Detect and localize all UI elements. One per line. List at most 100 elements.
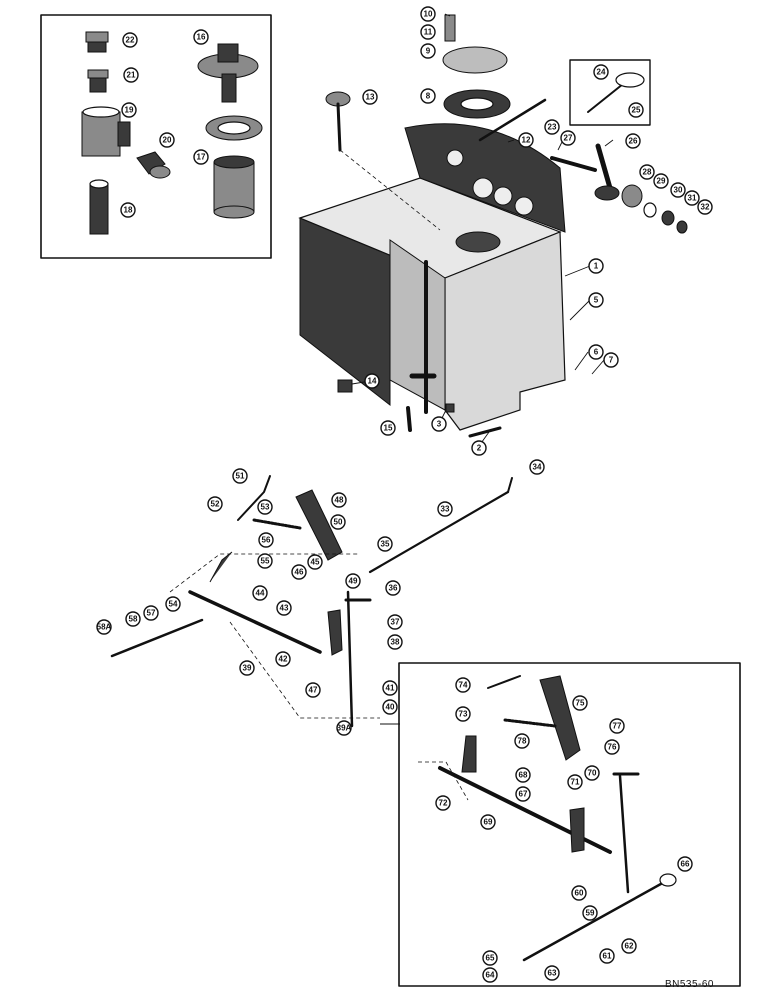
- svg-text:60: 60: [575, 889, 584, 898]
- svg-text:62: 62: [625, 942, 634, 951]
- svg-text:75: 75: [576, 699, 585, 708]
- callout-60: 60: [571, 885, 587, 901]
- svg-text:44: 44: [256, 589, 265, 598]
- callout-39a: 39A: [336, 720, 352, 736]
- svg-text:18: 18: [124, 206, 133, 215]
- svg-text:12: 12: [522, 136, 531, 145]
- svg-text:77: 77: [613, 722, 622, 731]
- callout-44: 44: [252, 585, 268, 601]
- top-parts: [325, 14, 688, 438]
- svg-text:65: 65: [486, 954, 495, 963]
- svg-text:43: 43: [280, 604, 289, 613]
- callout-13: 13: [362, 89, 378, 105]
- svg-text:13: 13: [366, 93, 375, 102]
- svg-text:10: 10: [424, 10, 433, 19]
- svg-text:34: 34: [533, 463, 542, 472]
- svg-text:53: 53: [261, 503, 270, 512]
- svg-text:27: 27: [564, 134, 573, 143]
- callout-39: 39: [239, 660, 255, 676]
- callout-54: 54: [165, 596, 181, 612]
- svg-text:30: 30: [674, 186, 683, 195]
- svg-text:39A: 39A: [337, 724, 352, 733]
- callout-64: 64: [482, 967, 498, 983]
- svg-text:38: 38: [391, 638, 400, 647]
- callout-2: 2: [471, 440, 487, 456]
- callout-27: 27: [560, 130, 576, 146]
- callout-57: 57: [143, 605, 159, 621]
- svg-text:74: 74: [459, 681, 468, 690]
- callout-37: 37: [387, 614, 403, 630]
- callout-67: 67: [515, 786, 531, 802]
- svg-text:71: 71: [571, 778, 580, 787]
- callout-25: 25: [628, 102, 644, 118]
- callout-65: 65: [482, 950, 498, 966]
- callout-5: 5: [588, 292, 604, 308]
- svg-text:48: 48: [335, 496, 344, 505]
- callout-51: 51: [232, 468, 248, 484]
- callout-24: 24: [593, 64, 609, 80]
- svg-text:73: 73: [459, 710, 468, 719]
- callout-22: 22: [122, 32, 138, 48]
- callout-43: 43: [276, 600, 292, 616]
- svg-text:49: 49: [349, 577, 358, 586]
- svg-text:59: 59: [586, 909, 595, 918]
- callout-56: 56: [258, 532, 274, 548]
- callout-63: 63: [544, 965, 560, 981]
- callout-53: 53: [257, 499, 273, 515]
- svg-text:2: 2: [477, 444, 482, 453]
- callouts: 1 2 3 5 6 7 8 9 10 11 12 13 14 15 16 17 …: [96, 6, 713, 983]
- inset-choke-box: [569, 59, 651, 126]
- callout-7: 7: [603, 352, 619, 368]
- svg-text:45: 45: [311, 558, 320, 567]
- svg-text:58A: 58A: [97, 623, 112, 632]
- inset-fittings-box: [40, 14, 272, 259]
- svg-text:16: 16: [197, 33, 206, 42]
- callout-32: 32: [697, 199, 713, 215]
- tank-assembly: [298, 123, 566, 431]
- svg-text:64: 64: [486, 971, 495, 980]
- callout-16: 16: [193, 29, 209, 45]
- svg-text:55: 55: [261, 557, 270, 566]
- svg-text:51: 51: [236, 472, 245, 481]
- svg-text:21: 21: [127, 71, 136, 80]
- inset-pedal-box: [398, 662, 741, 987]
- callout-76: 76: [604, 739, 620, 755]
- callout-28: 28: [639, 164, 655, 180]
- svg-text:9: 9: [426, 47, 431, 56]
- callout-12: 12: [518, 132, 534, 148]
- svg-text:31: 31: [688, 194, 697, 203]
- svg-text:61: 61: [603, 952, 612, 961]
- svg-text:68: 68: [519, 771, 528, 780]
- svg-text:78: 78: [518, 737, 527, 746]
- svg-text:46: 46: [295, 568, 304, 577]
- callout-46: 46: [291, 564, 307, 580]
- callout-31: 31: [684, 190, 700, 206]
- svg-text:72: 72: [439, 799, 448, 808]
- svg-text:7: 7: [609, 356, 614, 365]
- callout-3: 3: [431, 416, 447, 432]
- svg-text:52: 52: [211, 500, 220, 509]
- svg-text:42: 42: [279, 655, 288, 664]
- svg-text:15: 15: [384, 424, 393, 433]
- svg-text:40: 40: [386, 703, 395, 712]
- svg-text:67: 67: [519, 790, 528, 799]
- callout-30: 30: [670, 182, 686, 198]
- svg-text:28: 28: [643, 168, 652, 177]
- svg-text:57: 57: [147, 609, 156, 618]
- callout-36: 36: [385, 580, 401, 596]
- drawing-number: BN535-60: [664, 979, 714, 990]
- pedal-linkage: [110, 475, 513, 728]
- callout-45: 45: [307, 554, 323, 570]
- callout-49: 49: [345, 573, 361, 589]
- svg-text:35: 35: [381, 540, 390, 549]
- callout-48: 48: [331, 492, 347, 508]
- callout-23: 23: [544, 119, 560, 135]
- svg-text:26: 26: [629, 137, 638, 146]
- callout-71: 71: [567, 774, 583, 790]
- callout-68: 68: [515, 767, 531, 783]
- callout-58a: 58A: [96, 619, 112, 635]
- callout-14: 14: [364, 373, 380, 389]
- fittings-group: [81, 31, 263, 235]
- svg-text:11: 11: [424, 28, 433, 37]
- callout-78: 78: [514, 733, 530, 749]
